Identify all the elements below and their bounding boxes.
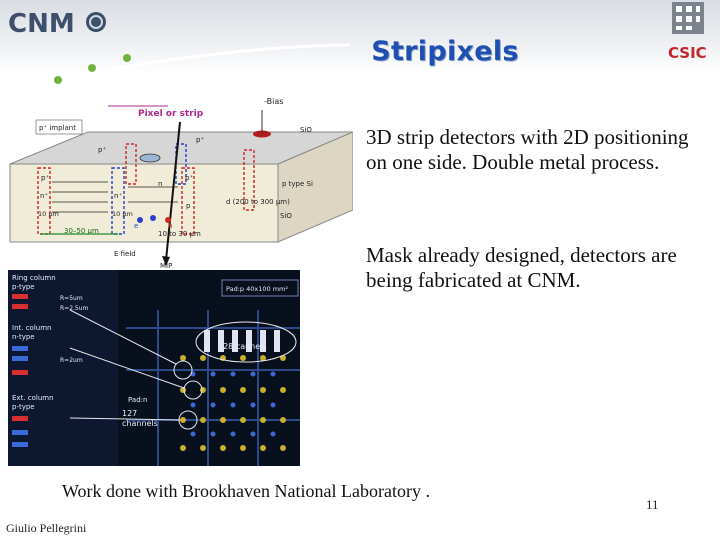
svg-text:n: n — [158, 180, 162, 188]
svg-text:d (200 to 300 µm): d (200 to 300 µm) — [226, 198, 290, 206]
svg-text:h: h — [168, 222, 172, 230]
footer-credit: Work done with Brookhaven National Labor… — [62, 481, 430, 502]
svg-text:Int. column: Int. column — [12, 324, 51, 332]
svg-text:p⁺: p⁺ — [196, 136, 204, 144]
svg-text:channels: channels — [122, 419, 158, 428]
svg-text:CNM: CNM — [8, 9, 75, 38]
svg-text:SiO: SiO — [300, 126, 312, 134]
svg-text:p type Si: p type Si — [282, 180, 313, 188]
svg-text:10 µm: 10 µm — [112, 210, 133, 218]
svg-text:n⁺: n⁺ — [114, 192, 122, 200]
svg-text:R=5um: R=5um — [60, 295, 83, 302]
svg-text:e: e — [134, 222, 138, 230]
svg-text:SiO: SiO — [280, 212, 292, 220]
page-number: 11 — [646, 497, 659, 513]
svg-text:128 cannels: 128 cannels — [218, 342, 267, 351]
csic-logo: CSIC — [662, 0, 714, 62]
detector-diagram: Pixel or strip -Bias SiO p⁺ implant p⁺ p… — [8, 92, 353, 270]
svg-text:p⁺ implant: p⁺ implant — [39, 124, 76, 132]
svg-text:Pad:n: Pad:n — [128, 396, 147, 404]
svg-text:p⁺: p⁺ — [185, 174, 193, 182]
svg-text:R=2um: R=2um — [60, 357, 83, 364]
svg-text:p-type: p-type — [12, 403, 35, 411]
svg-text:n-type: n-type — [12, 333, 35, 341]
mask-layout-image: Ring column p-type Int. column n-type Ex… — [8, 270, 300, 466]
svg-text:R=2.5um: R=2.5um — [60, 305, 89, 312]
svg-text:-Bias: -Bias — [264, 97, 283, 106]
svg-text:CSIC: CSIC — [668, 44, 707, 62]
svg-text:Ext. column: Ext. column — [12, 394, 54, 402]
svg-text:127: 127 — [122, 409, 137, 418]
svg-text:p⁺: p⁺ — [98, 146, 106, 154]
svg-text:30–50 µm: 30–50 µm — [64, 227, 99, 235]
author-name: Giulio Pellegrini — [6, 521, 86, 536]
svg-text:Ring column: Ring column — [12, 274, 56, 282]
paragraph-mask-status: Mask already designed, detectors are bei… — [366, 243, 706, 293]
svg-text:Pixel or strip: Pixel or strip — [138, 109, 204, 119]
cnm-logo: CNM — [8, 8, 108, 38]
svg-text:p-type: p-type — [12, 283, 35, 291]
paragraph-strip-detectors: 3D strip detectors with 2D positioning o… — [366, 125, 706, 175]
svg-text:n⁺: n⁺ — [40, 192, 48, 200]
svg-text:E field: E field — [114, 250, 136, 258]
svg-text:p: p — [186, 202, 191, 210]
svg-text:Pad:p 40x100 mm²: Pad:p 40x100 mm² — [226, 285, 288, 293]
svg-text:10 to 30 µm: 10 to 30 µm — [158, 230, 201, 238]
svg-text:10 µm: 10 µm — [38, 210, 59, 218]
slide-title: Stripixels — [300, 36, 590, 67]
svg-text:p⁺: p⁺ — [41, 174, 49, 182]
svg-text:MIP: MIP — [160, 262, 172, 270]
